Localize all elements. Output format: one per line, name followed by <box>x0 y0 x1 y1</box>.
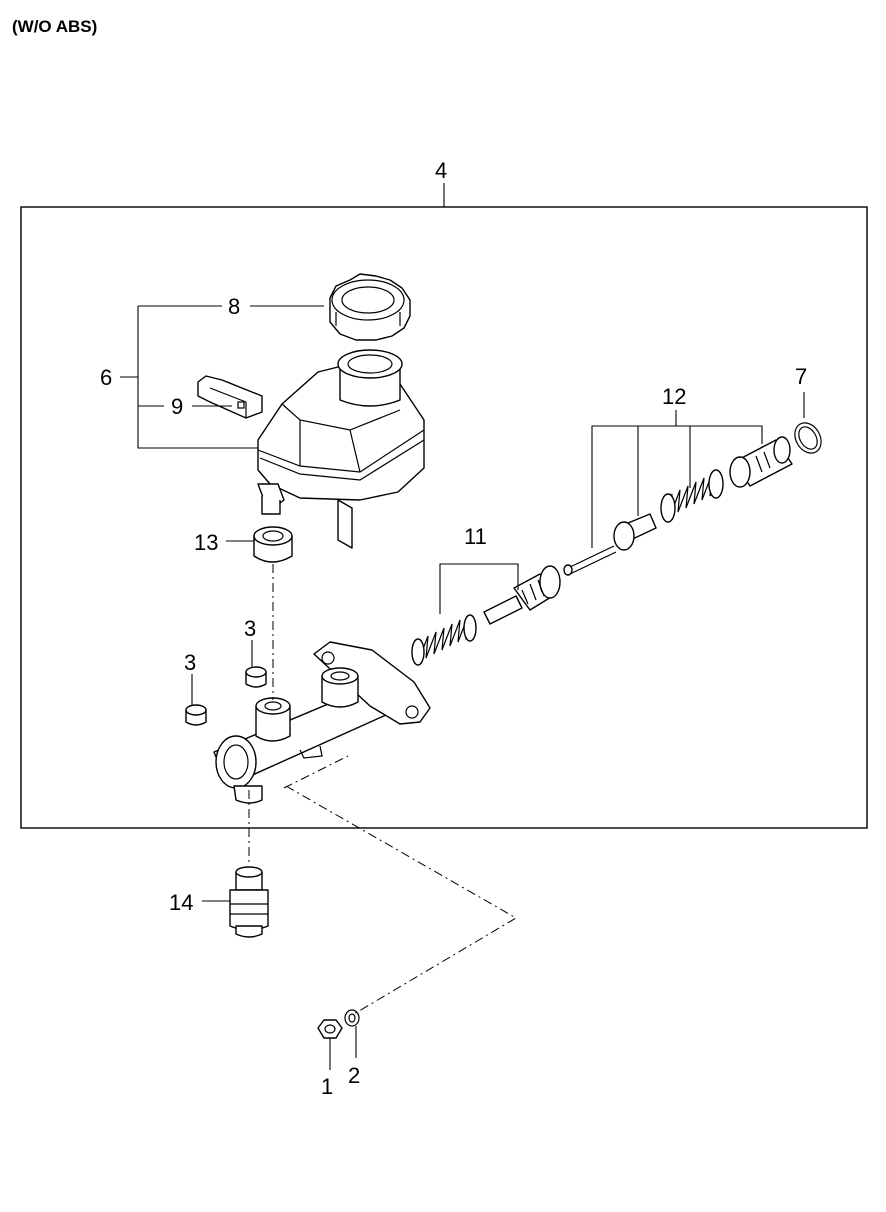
mounting-washer <box>344 1009 360 1058</box>
callout-7: 7 <box>795 364 807 389</box>
secondary-piston-assembly <box>563 410 793 576</box>
leader-6-8-9 <box>120 305 324 449</box>
reservoir-cap <box>329 273 411 341</box>
callout-11: 11 <box>464 524 487 549</box>
port-plug-lower <box>185 674 207 726</box>
callout-13: 13 <box>194 530 218 555</box>
reservoir-grommet <box>226 526 293 563</box>
callout-2: 2 <box>348 1063 360 1088</box>
snap-ring <box>794 392 822 454</box>
master-cylinder-body <box>213 641 431 804</box>
callout-3-lower: 3 <box>184 650 196 675</box>
callout-8: 8 <box>228 294 240 319</box>
callout-3-upper: 3 <box>244 616 256 641</box>
brake-fluid-reservoir <box>257 349 425 549</box>
assembly-guide-lines <box>248 564 517 1015</box>
level-switch-connector <box>197 375 263 419</box>
callout-12: 12 <box>662 384 686 409</box>
callout-9: 9 <box>171 394 183 419</box>
port-plug-upper <box>245 640 267 688</box>
diagram-title: (W/O ABS) <box>12 17 97 36</box>
callout-14: 14 <box>169 890 193 915</box>
callout-4: 4 <box>435 158 447 183</box>
mounting-nut <box>317 1019 343 1070</box>
assembly-box <box>20 206 868 829</box>
callout-6: 6 <box>100 365 112 390</box>
primary-piston-assembly <box>411 563 561 666</box>
callout-1: 1 <box>321 1074 333 1099</box>
hose-fitting <box>202 866 269 938</box>
callout-labels: 4 8 6 9 7 12 11 13 3 3 14 1 2 <box>100 158 807 1099</box>
